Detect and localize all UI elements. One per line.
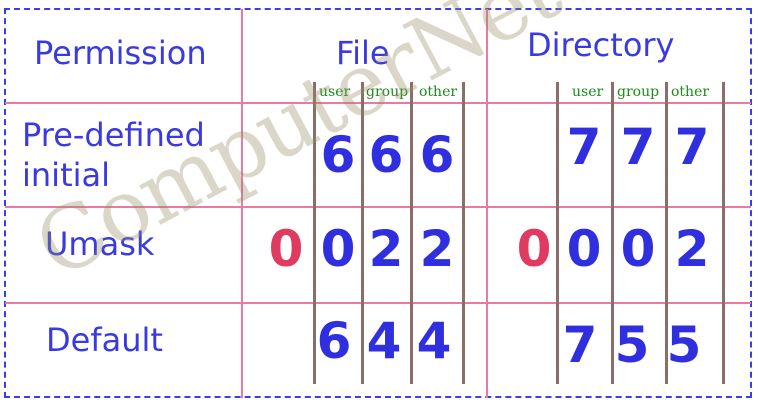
file-other-digit: 6 (419, 126, 455, 184)
column-divider (462, 82, 465, 384)
grid-line (486, 9, 488, 398)
file-group-digit: 4 (366, 312, 402, 370)
column-divider (665, 82, 668, 384)
directory-other-digit: 7 (674, 118, 710, 176)
grid-line (241, 9, 243, 398)
directory-special-digit: 0 (516, 220, 552, 278)
file-group-label: group (366, 84, 409, 100)
directory-user-label: user (572, 84, 604, 100)
column-divider (410, 82, 413, 384)
row-label-predefined: Pre-defined initial (22, 115, 205, 195)
directory-group-label: group (617, 84, 660, 100)
permission-header: Permission (34, 34, 207, 72)
grid-line (5, 102, 751, 104)
column-divider (611, 82, 614, 384)
column-divider (722, 82, 725, 384)
directory-user-digit: 0 (566, 220, 602, 278)
directory-user-digit: 7 (566, 118, 602, 176)
grid-line (5, 206, 751, 208)
file-group-digit: 2 (368, 220, 404, 278)
directory-other-digit: 2 (674, 220, 710, 278)
file-other-label: other (419, 84, 458, 100)
column-divider (556, 82, 559, 384)
directory-group-digit: 5 (614, 316, 650, 374)
table-border (4, 8, 752, 398)
row-label-default: Default (46, 321, 163, 359)
row-label-line: Pre-defined (22, 116, 205, 154)
row-label-umask: Umask (45, 225, 155, 263)
directory-header: Directory (527, 26, 675, 64)
file-user-digit: 6 (320, 126, 356, 184)
file-other-digit: 2 (419, 220, 455, 278)
directory-other-digit: 5 (666, 316, 702, 374)
column-divider (313, 82, 316, 384)
file-user-label: user (319, 84, 351, 100)
file-header: File (336, 34, 390, 72)
file-user-digit: 6 (316, 312, 352, 370)
file-other-digit: 4 (416, 312, 452, 370)
grid-line (5, 302, 751, 304)
row-label-line: initial (22, 156, 110, 194)
file-group-digit: 6 (368, 126, 404, 184)
directory-group-digit: 0 (620, 220, 656, 278)
directory-group-digit: 7 (620, 118, 656, 176)
file-user-digit: 0 (320, 220, 356, 278)
file-special-digit: 0 (268, 220, 304, 278)
directory-user-digit: 7 (562, 316, 598, 374)
column-divider (361, 82, 364, 384)
directory-other-label: other (671, 84, 710, 100)
